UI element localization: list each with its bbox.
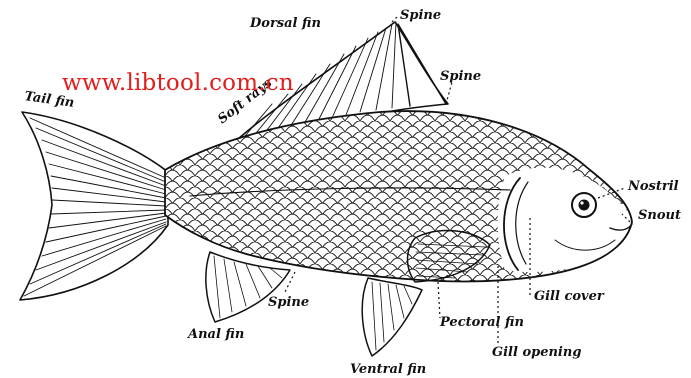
label-anal-fin: Anal fin bbox=[186, 327, 244, 342]
label-nostril: Nostril bbox=[627, 179, 679, 194]
fish-body bbox=[160, 100, 640, 290]
label-pectoral-fin: Pectoral fin bbox=[439, 315, 524, 330]
label-spine-top: Spine bbox=[400, 8, 441, 23]
label-spine-anal: Spine bbox=[268, 295, 309, 310]
label-gill-cover: Gill cover bbox=[534, 289, 605, 304]
label-ventral-fin: Ventral fin bbox=[350, 362, 426, 377]
anal-fin bbox=[206, 252, 290, 322]
tail-fin bbox=[20, 112, 168, 300]
label-snout: Snout bbox=[638, 208, 681, 223]
ventral-fin bbox=[362, 278, 422, 356]
watermark: www.libtool.com.cn bbox=[62, 70, 294, 96]
label-gill-opening: Gill opening bbox=[492, 345, 581, 360]
label-dorsal-fin: Dorsal fin bbox=[249, 16, 321, 31]
label-spine-dorsal: Spine bbox=[440, 69, 481, 84]
